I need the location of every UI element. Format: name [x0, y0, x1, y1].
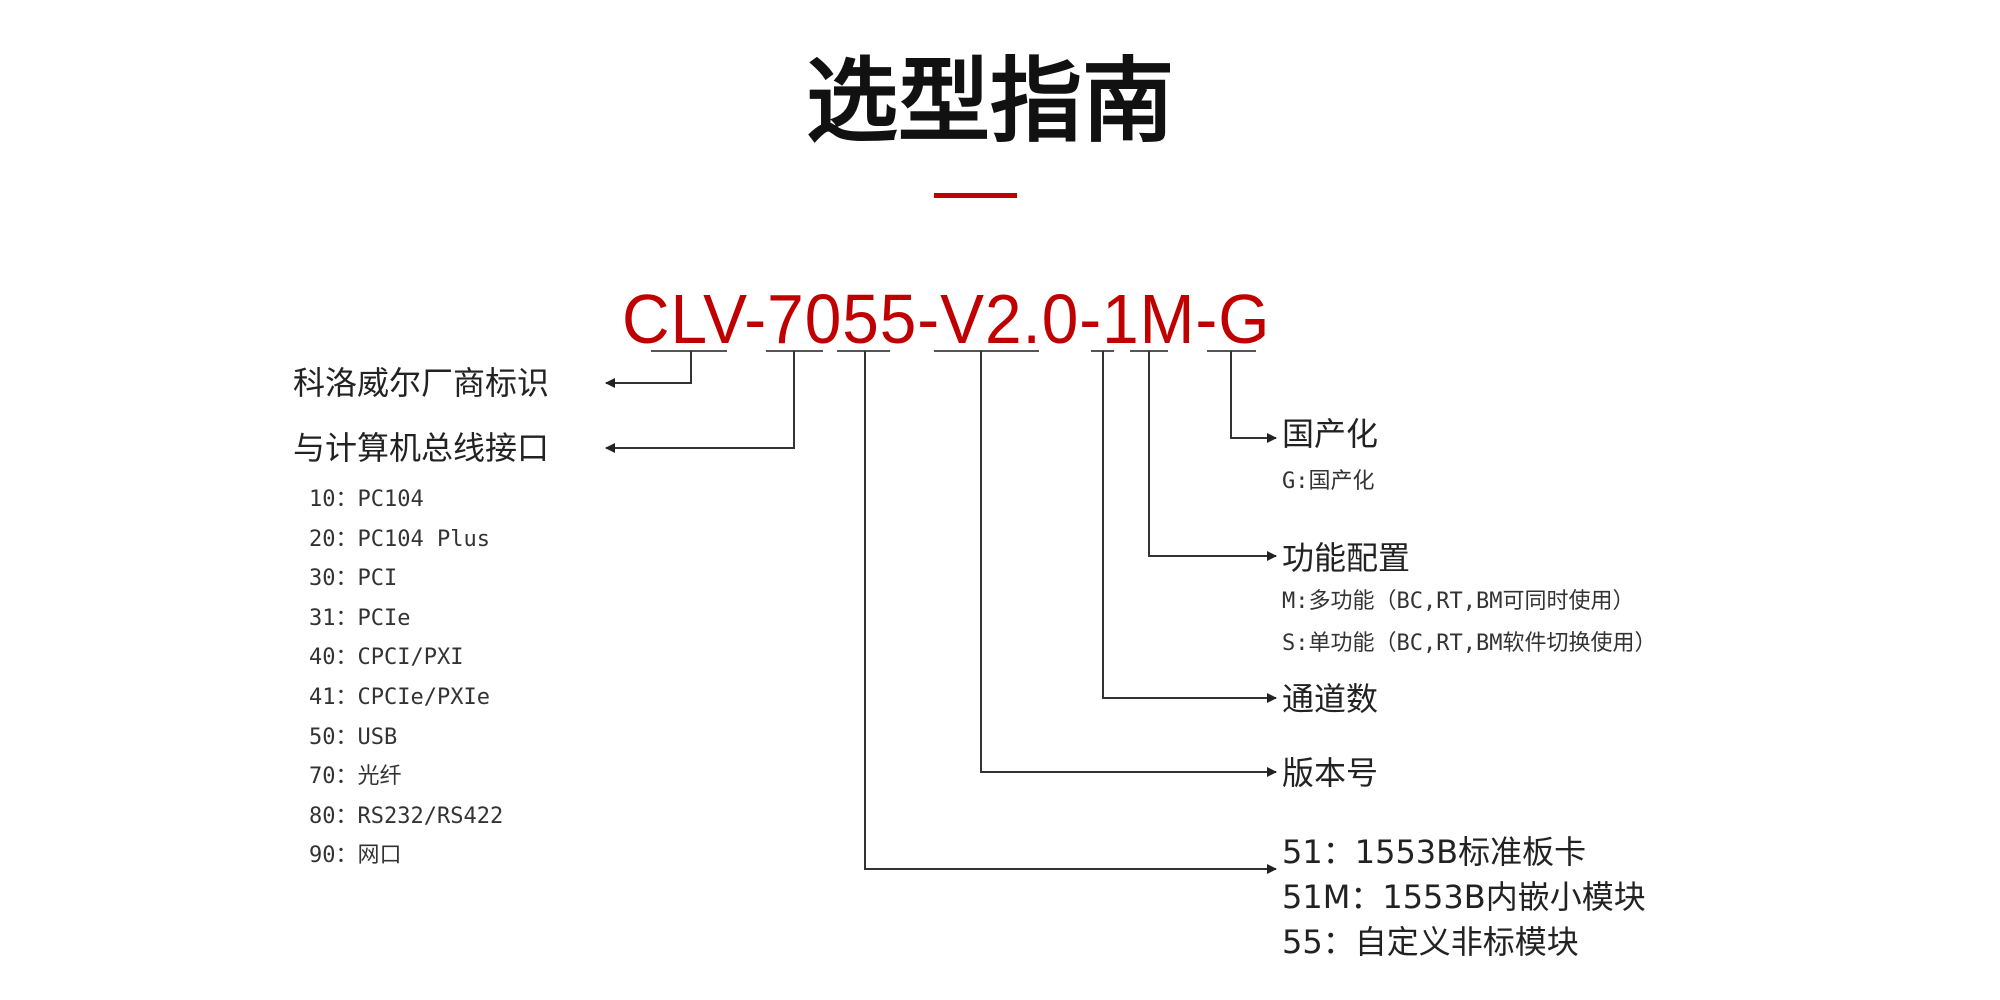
bus-option: 20：PC104 Plus [309, 527, 490, 552]
arrow-bus [605, 351, 795, 453]
channels-label: 通道数 [1282, 680, 1379, 718]
arrow-version [980, 351, 1277, 777]
page-title: 选型指南 [805, 48, 1174, 155]
bus-option: 41：CPCIe/PXIe [309, 685, 490, 710]
bus-option: 80：RS232/RS422 [309, 804, 504, 829]
bus-option: 31：PCIe [309, 606, 411, 631]
arrow-channels [1102, 351, 1277, 703]
arrow-localization [1230, 351, 1277, 443]
bus-option: 10：PC104 [309, 487, 424, 512]
function-label: 功能配置 [1282, 539, 1411, 577]
version-label: 版本号 [1282, 754, 1379, 792]
model-code: CLV-7055-V2.0-1M-G [622, 280, 1271, 358]
localization-option: G:国产化 [1282, 469, 1375, 494]
bus-interface-label: 与计算机总线接口 [293, 429, 550, 467]
function-option: M:多功能（BC,RT,BM可同时使用） [1282, 589, 1635, 614]
product-type-option: 51：1553B标准板卡 [1282, 833, 1587, 871]
title-underline [934, 193, 1017, 198]
product-type-option: 55：自定义非标模块 [1282, 923, 1579, 961]
bus-option: 50：USB [309, 725, 398, 750]
arrow-product-type [864, 351, 1277, 874]
manufacturer-label: 科洛威尔厂商标识 [293, 364, 550, 402]
bus-option: 40：CPCI/PXI [309, 645, 464, 670]
bus-option: 30：PCI [309, 566, 398, 591]
arrow-function [1148, 351, 1277, 561]
product-type-option: 51M：1553B内嵌小模块 [1282, 878, 1646, 916]
bus-option: 90：网口 [309, 843, 402, 868]
arrow-manufacturer [605, 351, 692, 388]
function-option: S:单功能（BC,RT,BM软件切换使用） [1282, 631, 1657, 656]
localization-label: 国产化 [1282, 415, 1379, 453]
bus-option: 70：光纤 [309, 764, 402, 789]
